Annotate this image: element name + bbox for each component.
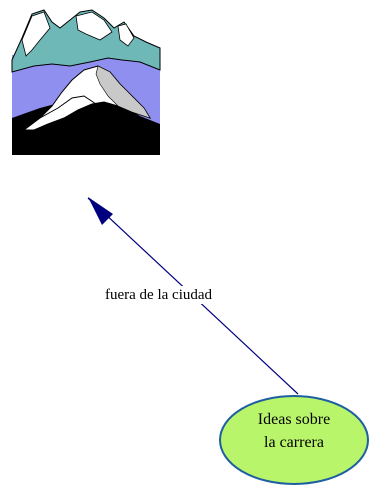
- mountain-back-snow: [21, 11, 51, 57]
- mountain-icon[interactable]: [11, 9, 161, 155]
- mountain-main-shade: [95, 65, 151, 119]
- concept-node-label-line2: la carrera: [264, 434, 324, 451]
- mountain-back-snow-3: [117, 23, 135, 47]
- mountain-back-snow-2: [75, 11, 113, 41]
- arrowhead: [88, 197, 113, 225]
- concept-node-label[interactable]: Ideas sobre la carrera: [222, 408, 366, 454]
- concept-node-ellipse[interactable]: [219, 395, 369, 485]
- mountain-ridge-line: [39, 95, 125, 119]
- concept-node-label-line1: Ideas sobre: [257, 411, 331, 428]
- edge-label[interactable]: fuera de la ciudad: [104, 286, 214, 304]
